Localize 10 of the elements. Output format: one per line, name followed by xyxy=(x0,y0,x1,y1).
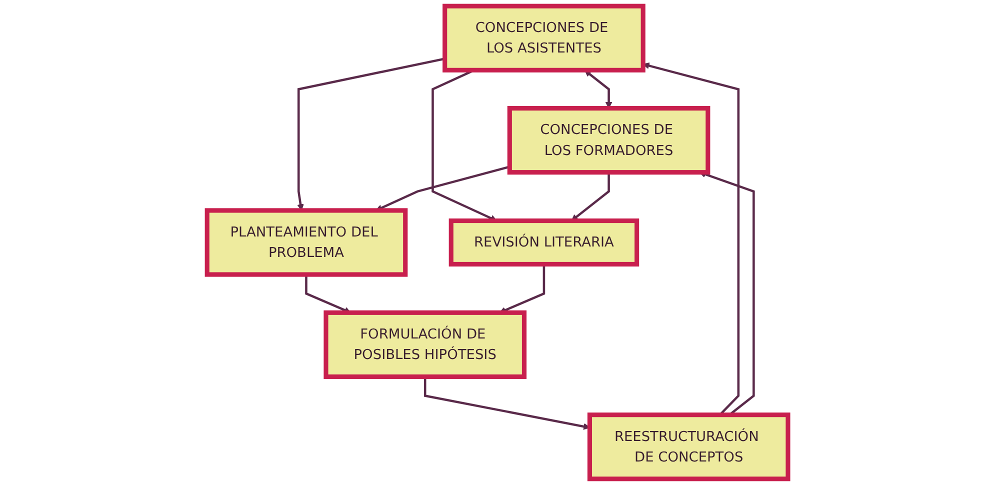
arrow xyxy=(572,172,610,222)
arrow xyxy=(585,70,613,109)
node-box: REVISIÓN LITERARIA xyxy=(449,218,640,267)
node-box: PLANTEAMIENTO DEL PROBLEMA xyxy=(205,208,408,277)
node-box: REESTRUCTURACIÓN DE CONCEPTOS xyxy=(588,412,791,482)
node-box: CONCEPCIONES DE LOS ASISTENTES xyxy=(443,4,646,72)
arrow xyxy=(376,166,510,211)
node-box: FORMULACIÓN DE POSIBLES HIPÓTESIS xyxy=(324,310,527,379)
arrow xyxy=(424,376,590,430)
node-box: CONCEPCIONES DE LOS FORMADORES xyxy=(508,106,711,175)
